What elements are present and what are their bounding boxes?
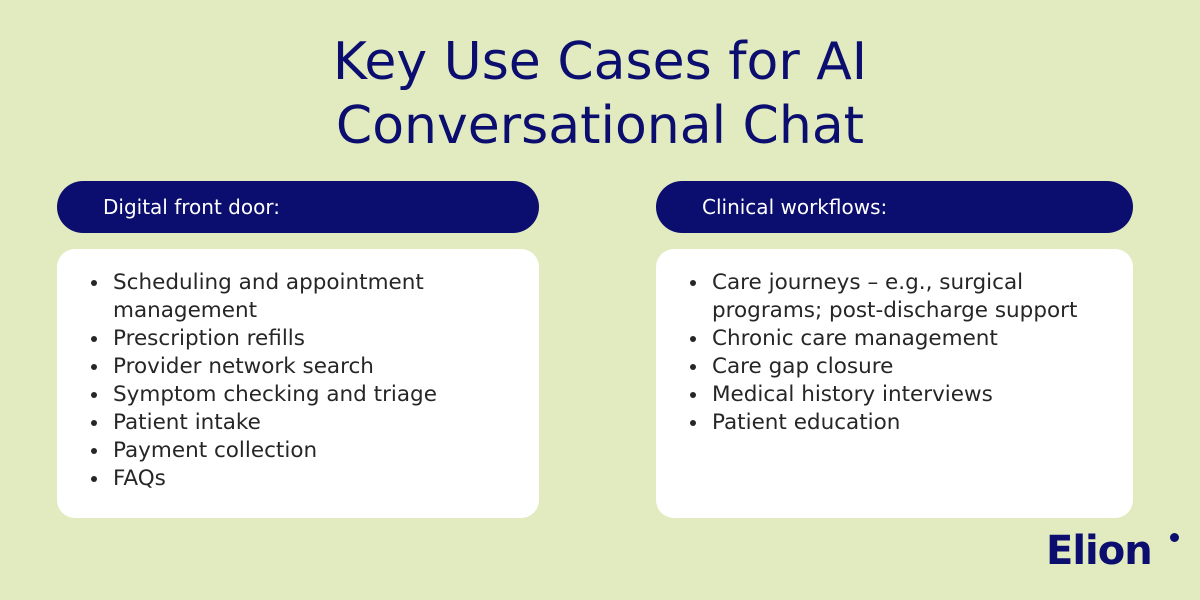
- clinical-workflows-heading: Clinical workflows:: [656, 181, 1133, 233]
- list-item: Scheduling and appointment management: [91, 269, 519, 325]
- logo-dot-icon: [1170, 533, 1179, 542]
- digital-front-door-list: Scheduling and appointment management Pr…: [91, 269, 519, 493]
- clinical-workflows-card: Care journeys – e.g., surgical programs;…: [656, 249, 1133, 518]
- elion-logo: Elion: [1046, 528, 1153, 574]
- digital-front-door-section: Digital front door: Scheduling and appoi…: [57, 181, 539, 518]
- page-title: Key Use Cases for AI Conversational Chat: [0, 30, 1200, 158]
- list-item: Payment collection: [91, 437, 519, 465]
- page-title-line-2: Conversational Chat: [335, 96, 865, 156]
- list-item: Care journeys – e.g., surgical programs;…: [690, 269, 1113, 325]
- list-item: Chronic care management: [690, 325, 1113, 353]
- list-item: Provider network search: [91, 353, 519, 381]
- list-item: Care gap closure: [690, 353, 1113, 381]
- list-item: Medical history interviews: [690, 381, 1113, 409]
- digital-front-door-card: Scheduling and appointment management Pr…: [57, 249, 539, 518]
- clinical-workflows-section: Clinical workflows: Care journeys – e.g.…: [656, 181, 1133, 518]
- list-item: Prescription refills: [91, 325, 519, 353]
- clinical-workflows-list: Care journeys – e.g., surgical programs;…: [690, 269, 1113, 437]
- list-item: Patient education: [690, 409, 1113, 437]
- digital-front-door-heading: Digital front door:: [57, 181, 539, 233]
- list-item: FAQs: [91, 465, 519, 493]
- page-title-line-1: Key Use Cases for AI: [332, 32, 868, 92]
- list-item: Patient intake: [91, 409, 519, 437]
- list-item: Symptom checking and triage: [91, 381, 519, 409]
